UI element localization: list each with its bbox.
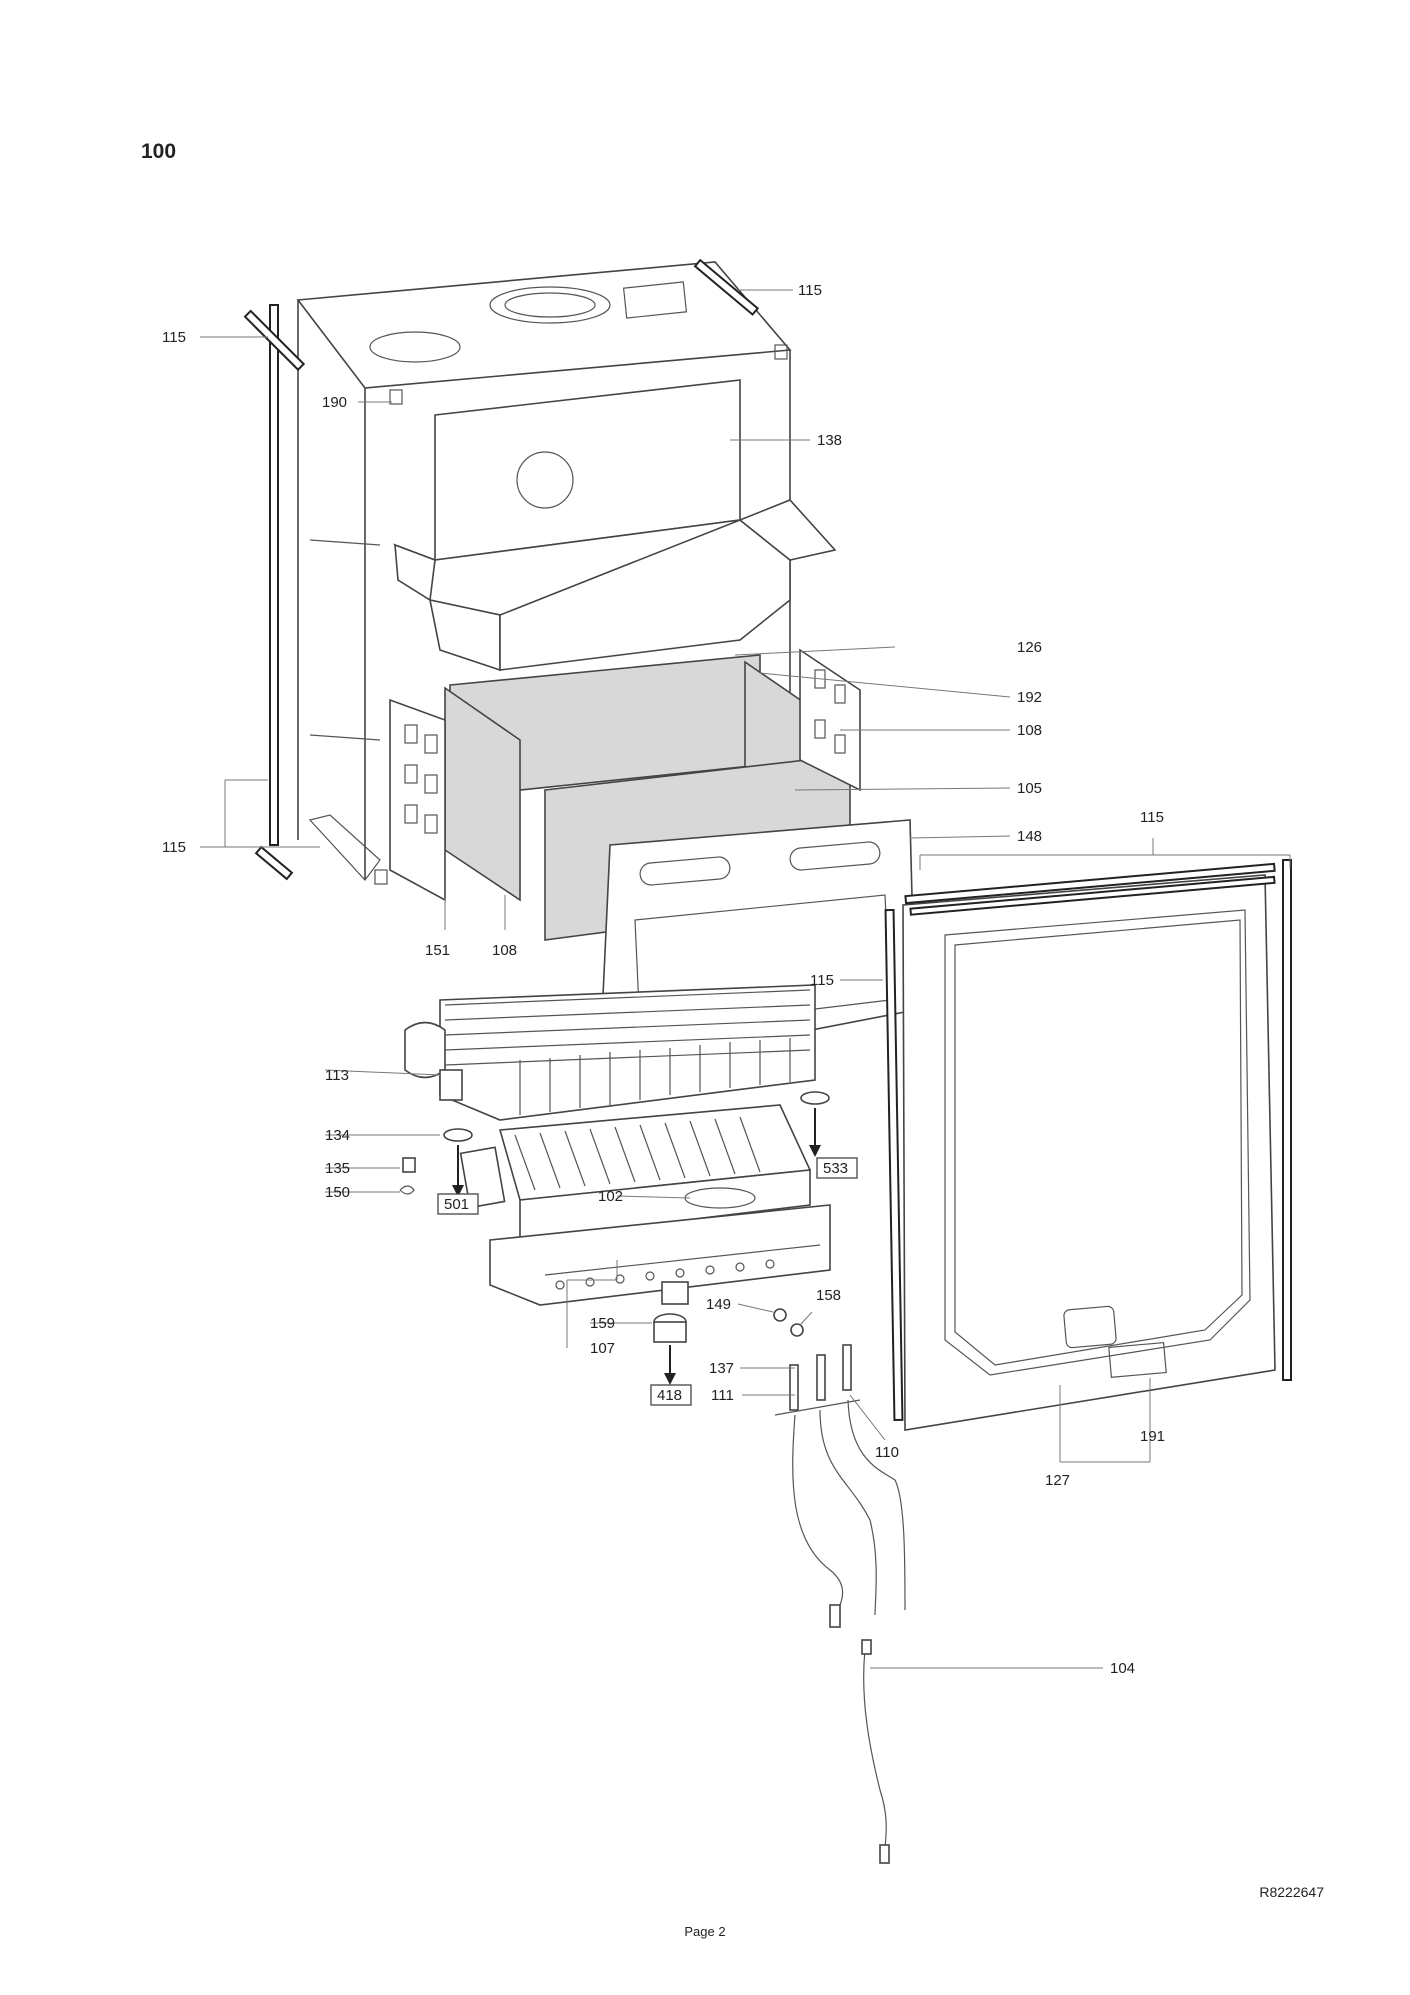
callout-190: 190 (322, 394, 347, 411)
callout-149: 149 (706, 1296, 731, 1313)
callout-113: 113 (325, 1067, 349, 1084)
callout-102: 102 (598, 1188, 623, 1205)
callout-115-left-top: 115 (162, 329, 186, 346)
page-number: Page 2 (684, 1924, 726, 1939)
callout-159: 159 (590, 1315, 615, 1332)
drawing-reference-code: R8222647 (1259, 1884, 1324, 1900)
callout-115-top: 115 (798, 282, 822, 299)
electrodes-and-leads (774, 1344, 906, 1864)
detail-boxes (437, 1157, 858, 1406)
callout-134: 134 (325, 1127, 350, 1144)
callout-138: 138 (817, 432, 842, 449)
callout-150: 150 (325, 1184, 350, 1201)
callout-115-left-bottom: 115 (162, 839, 186, 856)
callout-151: 151 (425, 942, 450, 959)
callout-110: 110 (875, 1444, 899, 1461)
callout-115-right: 115 (1140, 809, 1164, 826)
callout-111: 111 (711, 1387, 734, 1404)
callout-107: 107 (590, 1340, 615, 1357)
callout-135: 135 (325, 1160, 350, 1177)
callout-108-right: 108 (1017, 722, 1042, 739)
callout-126: 126 (1017, 639, 1042, 656)
heat-exchanger (404, 984, 816, 1121)
flue-hood (393, 379, 837, 672)
callout-115-panel: 115 (810, 972, 834, 989)
callout-158: 158 (816, 1287, 841, 1304)
callout-418: 418 (657, 1387, 682, 1404)
front-door (884, 859, 1292, 1431)
callout-148: 148 (1017, 828, 1042, 845)
leader-lines (200, 289, 1291, 1669)
callout-105: 105 (1017, 780, 1042, 797)
small-parts (399, 1091, 830, 1343)
callout-137: 137 (709, 1360, 734, 1377)
callout-501: 501 (444, 1196, 469, 1213)
detail-arrows (452, 1108, 821, 1385)
callout-192: 192 (1017, 689, 1042, 706)
callout-533: 533 (823, 1160, 848, 1177)
callout-104: 104 (1110, 1660, 1135, 1677)
diagram-number: 100 (141, 140, 177, 163)
burner-assembly (459, 1104, 831, 1306)
callout-127: 127 (1045, 1472, 1070, 1489)
callout-108-left: 108 (492, 942, 517, 959)
callout-191: 191 (1140, 1428, 1165, 1445)
